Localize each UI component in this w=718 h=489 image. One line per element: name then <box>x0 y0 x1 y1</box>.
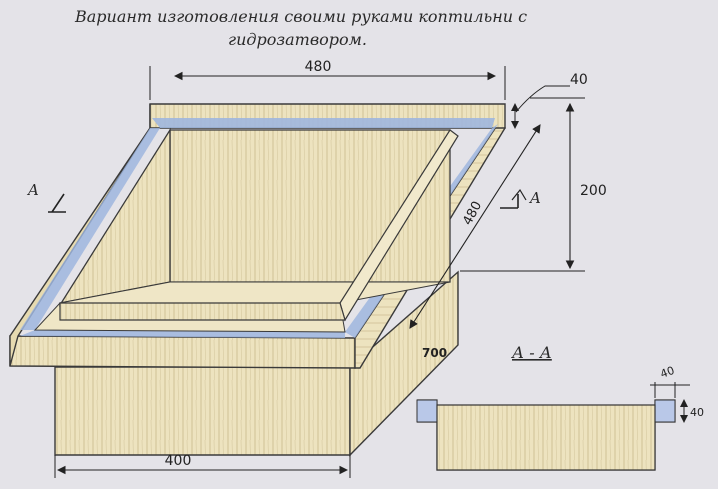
section-letter-right: A <box>528 189 541 207</box>
section-box <box>436 404 656 471</box>
dim-rim-height: 40 <box>570 72 588 88</box>
dim-bottom-width: 400 <box>165 453 192 469</box>
water-back <box>152 118 495 128</box>
title-line-1: Вариант изготовления своими руками копти… <box>74 7 527 26</box>
dim-top-width: 480 <box>305 59 332 75</box>
inner-wall-front <box>59 302 346 321</box>
section-dim-height: 40 <box>690 406 704 419</box>
title-line-2: гидрозатвором. <box>228 30 367 49</box>
water-front <box>20 330 345 338</box>
section-title: А - А <box>511 343 552 362</box>
dim-depth-line <box>409 124 541 329</box>
lower-box-front <box>54 366 351 456</box>
section-channel-right <box>654 399 676 423</box>
inner-wall-left <box>59 127 171 308</box>
section-letter-left: A <box>26 181 39 199</box>
section-mark-right <box>500 194 519 209</box>
dim-rim-leader <box>515 85 570 113</box>
section-mark-left <box>48 193 66 213</box>
section-dim-width: 40 <box>659 364 677 381</box>
section-channel-left <box>416 399 438 423</box>
section-arrowhead-right <box>511 188 527 201</box>
water-left <box>20 128 160 330</box>
outer-rim-front <box>9 335 356 369</box>
dim-height: 200 <box>580 183 607 199</box>
dim-depth: 480 <box>460 199 485 228</box>
dim-diagonal: 700 <box>422 346 447 360</box>
